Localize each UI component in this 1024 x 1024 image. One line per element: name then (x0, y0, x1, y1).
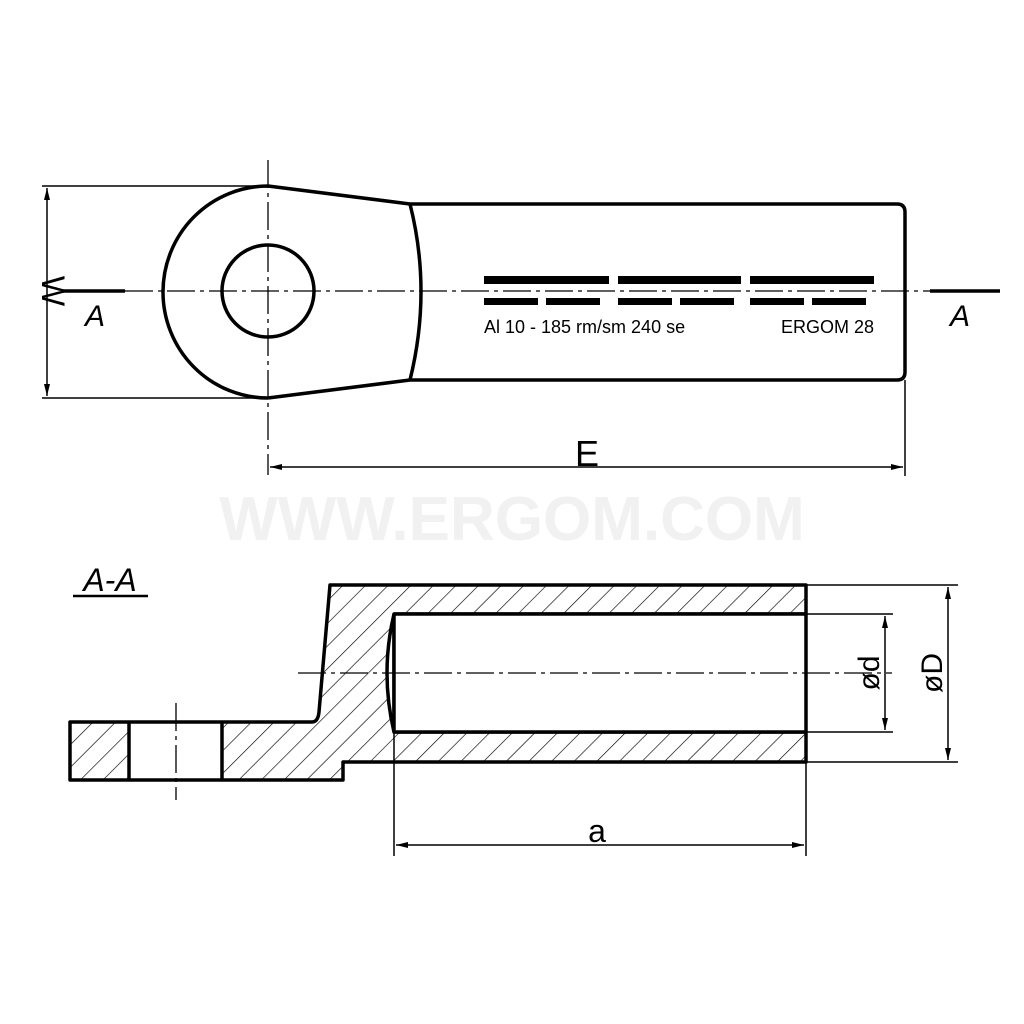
dim-label-inner-diameter: ød (853, 655, 886, 690)
barrel-outline (410, 202, 907, 382)
watermark: WWW.ERGOM.COM (219, 485, 804, 554)
palm-hole-section (127, 722, 224, 780)
dim-label-w: W (35, 276, 71, 307)
dim-label-e: E (575, 433, 599, 474)
marking-text-left: Al 10 - 185 rm/sm 240 se (484, 317, 685, 337)
marking-text-right: ERGOM 28 (781, 317, 874, 337)
marking-bars (484, 276, 874, 305)
dim-label-outer-diameter: øD (916, 653, 949, 693)
section-view: A-A ød øD a (68, 562, 958, 856)
hatched-section (70, 585, 806, 780)
dim-label-a: a (588, 813, 606, 849)
section-marker-left: A (83, 300, 105, 333)
lug-palm-outline (161, 184, 411, 400)
top-view: A A Al 10 - 185 rm/sm 240 se ERGOM 28 W … (35, 160, 1000, 476)
section-outline (68, 583, 808, 782)
barrel-transition-curve (408, 203, 423, 381)
section-title: A-A (81, 562, 136, 598)
section-marker-right: A (948, 300, 970, 333)
